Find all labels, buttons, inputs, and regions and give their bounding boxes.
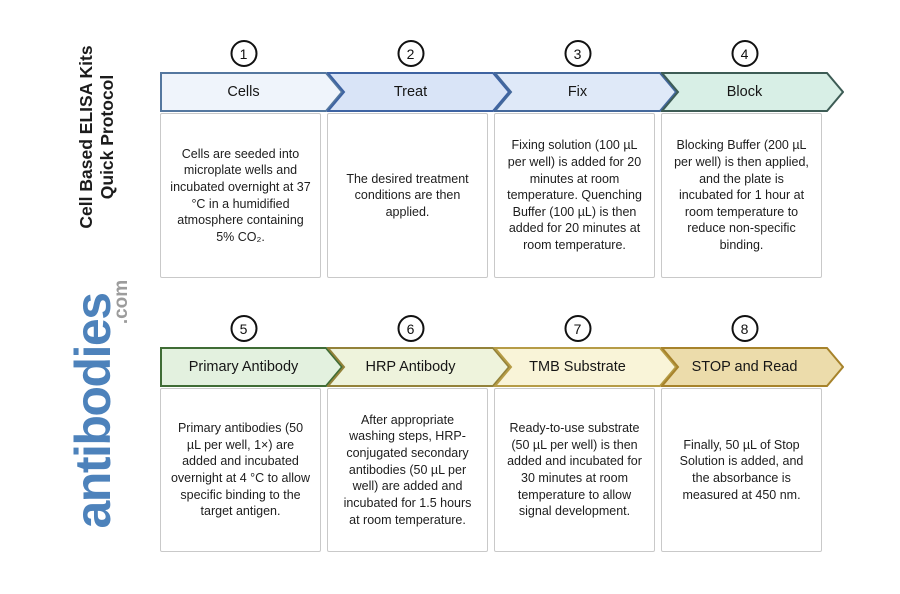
step-description-box: After appropriate washing steps, HRP-con… [327, 388, 488, 552]
step-description-box: Cells are seeded into microplate wells a… [160, 113, 321, 278]
step-column: 6 HRP Antibody After appropriate washing… [327, 315, 510, 575]
step-number: 3 [573, 45, 582, 62]
step-arrow-label: HRP Antibody [365, 359, 456, 375]
step-description: After appropriate washing steps, HRP-con… [343, 412, 472, 527]
step-number-badge: 7 [564, 315, 591, 342]
step-column: 7 TMB Substrate Ready-to-use substrate (… [494, 315, 677, 575]
step-arrow: TMB Substrate [494, 347, 677, 387]
step-arrow: Treat [327, 72, 510, 112]
step-arrow-label: STOP and Read [691, 359, 798, 375]
step-arrow: Block [661, 72, 844, 112]
step-description-box: Fixing solution (100 µL per well) is add… [494, 113, 655, 278]
step-arrow-shape [327, 347, 510, 387]
step-number-badge: 3 [564, 40, 591, 67]
step-arrow-shape [661, 347, 844, 387]
step-description: Finally, 50 µL of Stop Solution is added… [679, 437, 804, 502]
step-arrow: STOP and Read [661, 347, 844, 387]
step-arrow-shape [327, 72, 510, 112]
step-number-badge: 8 [731, 315, 758, 342]
step-arrow: Fix [494, 72, 677, 112]
step-arrow-shape [494, 347, 677, 387]
step-arrow-label: Treat [393, 84, 428, 100]
step-arrow-shape [160, 347, 343, 387]
step-description: Ready-to-use substrate (50 µL per well) … [507, 421, 642, 519]
step-description-box: The desired treatment conditions are the… [327, 113, 488, 278]
step-number: 4 [740, 45, 749, 62]
page-title-line1: Cell Based ELISA Kits [76, 45, 96, 229]
page-title-line2: Quick Protocol [97, 74, 117, 200]
step-arrow-label: Fix [567, 84, 588, 100]
step-number: 5 [239, 320, 248, 337]
step-description-box: Primary antibodies (50 µL per well, 1×) … [160, 388, 321, 552]
step-column: 3 Fix Fixing solution (100 µL per well) … [494, 40, 677, 300]
step-column: 4 Block Blocking Buffer (200 µL per well… [661, 40, 844, 300]
step-column: 8 STOP and Read Finally, 50 µL of Stop S… [661, 315, 844, 575]
step-arrow-label: Primary Antibody [188, 359, 299, 375]
brand-logo-text: antibodies [65, 293, 121, 529]
step-number: 2 [406, 45, 415, 62]
step-arrow-label: Block [726, 84, 763, 100]
step-description-box: Ready-to-use substrate (50 µL per well) … [494, 388, 655, 552]
step-arrow-label: Cells [227, 84, 260, 100]
step-column: 5 Primary Antibody Primary antibodies (5… [160, 315, 343, 575]
step-number: 1 [239, 45, 248, 62]
step-arrow-shape [160, 72, 343, 112]
step-number-badge: 5 [230, 315, 257, 342]
step-description: The desired treatment conditions are the… [346, 171, 469, 219]
step-description: Primary antibodies (50 µL per well, 1×) … [170, 421, 311, 519]
step-column: 1 Cells Cells are seeded into microplate… [160, 40, 343, 300]
step-number-badge: 1 [230, 40, 257, 67]
step-arrow: Cells [160, 72, 343, 112]
step-arrow-label: TMB Substrate [529, 359, 626, 375]
step-description: Fixing solution (100 µL per well) is add… [507, 138, 642, 253]
brand-logo-tld: .com [111, 279, 132, 325]
step-description-box: Finally, 50 µL of Stop Solution is added… [661, 388, 822, 552]
step-description: Blocking Buffer (200 µL per well) is the… [674, 138, 809, 253]
step-column: 2 Treat The desired treatment conditions… [327, 40, 510, 300]
step-number: 6 [406, 320, 415, 337]
step-arrow: Primary Antibody [160, 347, 343, 387]
page-title: Cell Based ELISA Kits Quick Protocol [76, 45, 118, 228]
step-description: Cells are seeded into microplate wells a… [170, 146, 311, 244]
step-number-badge: 4 [731, 40, 758, 67]
step-arrow-shape [494, 72, 677, 112]
step-number-badge: 6 [397, 315, 424, 342]
step-description-box: Blocking Buffer (200 µL per well) is the… [661, 113, 822, 278]
step-arrow: HRP Antibody [327, 347, 510, 387]
step-arrow-shape [661, 72, 844, 112]
step-number: 8 [740, 320, 749, 337]
step-number-badge: 2 [397, 40, 424, 67]
step-number: 7 [573, 320, 582, 337]
